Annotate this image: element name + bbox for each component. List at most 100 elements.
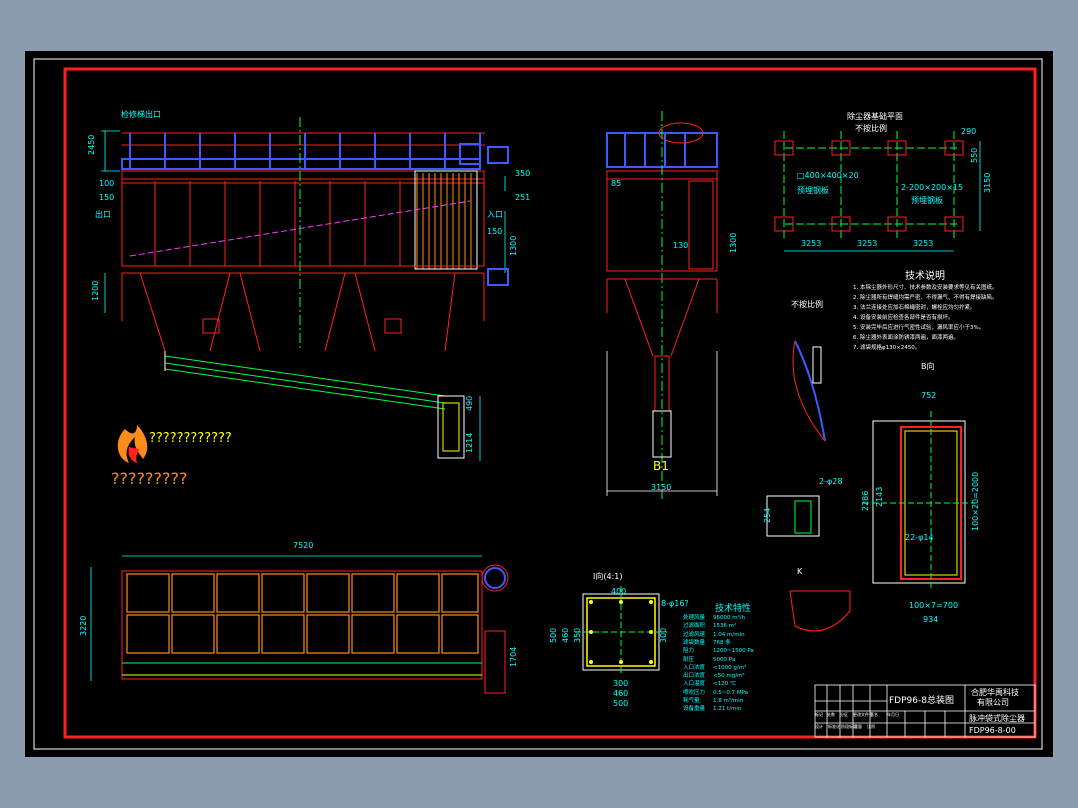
tech-param-key: 喷吹压力	[683, 689, 706, 696]
company-line-2: 有限公司	[977, 698, 1009, 707]
dim-400: 400	[611, 587, 627, 596]
pitch-v: 100×20=2000	[971, 471, 980, 531]
tech-param-row: 喷吹压力 0.5~0.7 MPa	[683, 688, 748, 696]
title-block-cell: 年月日	[887, 712, 899, 717]
dim-1214: 1214	[465, 432, 474, 453]
plate-a: □400×400×20	[797, 171, 859, 180]
tech-param-value: 0.5~0.7 MPa	[713, 689, 749, 696]
i-view-title: I向(4:1)	[593, 572, 623, 581]
dim-3253-b: 3253	[857, 239, 878, 248]
embed-a: 预埋钢板	[797, 186, 829, 195]
dim-130: 130	[673, 241, 689, 250]
tech-param-value: 1.21 t/min	[713, 706, 742, 713]
dim-3150-b: 3150	[983, 172, 992, 193]
foundation-title: 除尘器基础平面	[847, 112, 903, 121]
company-line-1: 合肥华禹科技	[971, 688, 1019, 697]
tech-param-value: <50 mg/m³	[713, 673, 745, 680]
dim-500-h: 500	[613, 699, 629, 708]
side-label: B1	[653, 459, 669, 473]
hole-3: 22-φ14	[905, 533, 934, 542]
dim-100: 100	[99, 179, 115, 188]
dim-7520: 7520	[293, 541, 314, 550]
dim-460-v: 460	[561, 627, 570, 643]
front-elevation	[101, 117, 509, 461]
tech-note-item: 5. 安装完毕后应进行气密性试验，漏风率应小于3%。	[853, 325, 985, 331]
dim-290: 290	[961, 127, 977, 136]
hole-2: 2-φ28	[819, 477, 843, 486]
tech-param-key: 阻力	[683, 648, 695, 655]
dim-752: 752	[921, 391, 937, 400]
dim-300-h: 300	[613, 679, 629, 688]
tech-param-row: 过滤风速 1.04 m/min	[683, 630, 745, 638]
dim-300-v: 300	[659, 627, 668, 643]
dim-150: 150	[99, 193, 115, 202]
tech-notes-title: 技术说明	[905, 271, 945, 282]
plan-view	[90, 555, 509, 694]
title-block-cell: 标记	[815, 712, 823, 717]
dim-3150: 3150	[651, 483, 672, 492]
dim-350-v: 350	[573, 627, 582, 643]
dim-1704: 1704	[509, 646, 518, 667]
dim-2143: 2143	[875, 486, 884, 507]
side-elevation	[606, 111, 718, 501]
title-block-cell: 处数	[827, 712, 835, 717]
tech-param-value: 768 条	[713, 639, 731, 646]
embed-b: 预埋钢板	[911, 196, 943, 205]
title-block	[814, 684, 1036, 738]
title-block-sign-cell: 阶段标记	[841, 724, 857, 729]
pitch-h: 100×7=700	[909, 601, 959, 610]
foundation-scale: 不按比例	[855, 124, 887, 133]
tech-param-row: 阻力 1200~1500 Pa	[683, 646, 754, 654]
outlet-label: 出口	[95, 210, 111, 219]
main-title: FDP96-8总装图	[889, 696, 954, 706]
dim-934: 934	[923, 615, 939, 624]
foundation-plan	[774, 131, 981, 252]
title-block-sign-cell: 设计	[815, 724, 823, 729]
dim-2286: 2286	[861, 490, 870, 511]
tech-param-value: 1.8 m³/min	[713, 698, 744, 704]
dim-2450: 2450	[87, 134, 96, 155]
dim-550: 550	[970, 147, 979, 163]
dim-85: 85	[611, 179, 622, 188]
dim-3220: 3220	[79, 615, 88, 636]
tech-param-key: 耐压	[683, 656, 695, 663]
dim-3253-c: 3253	[913, 239, 934, 248]
tech-param-row: 耗气量 1.8 m³/min	[683, 696, 743, 704]
tech-param-value: 1.04 m/min	[713, 631, 745, 638]
tech-param-row: 滤袋数量 768 条	[683, 638, 731, 646]
dim-500-v: 500	[549, 627, 558, 643]
tech-param-key: 设备重量	[683, 706, 706, 713]
small-details	[766, 340, 851, 632]
tech-note-item: 6. 除尘器外表面涂防锈漆两遍，面漆两遍。	[853, 335, 959, 341]
tech-param-value: 1536 m²	[713, 623, 737, 630]
outer-frame	[33, 58, 1043, 750]
cad-viewport[interactable]: .lb { position:absolute; white-space:now…	[25, 51, 1053, 757]
tech-param-key: 耗气量	[683, 698, 700, 704]
tech-param-value: <1000 g/m³	[713, 664, 747, 671]
drawing-canvas	[33, 58, 1043, 750]
tech-param-value: 1200~1500 Pa	[713, 648, 754, 655]
tech-param-key: 过滤风速	[683, 631, 706, 638]
drawing-number: FDP96-8-00	[969, 726, 1016, 735]
tech-param-value: 96000 m³/h	[713, 615, 746, 621]
detail-scale: 不按比例	[791, 300, 823, 309]
dim-490: 490	[465, 395, 474, 411]
dim-1300-side: 1300	[729, 232, 738, 253]
dim-1200: 1200	[91, 280, 100, 301]
title-block-cell: 更改文件号	[853, 712, 873, 717]
dim-251: 251	[515, 193, 531, 202]
tech-note-item: 2. 除尘器所有焊缝均需严密、不得漏气、不得有焊接缺陷。	[853, 295, 998, 301]
tech-note-item: 3. 法兰连接处应加石棉绳密封，螺栓应均匀拧紧。	[853, 305, 976, 311]
title-block-sign-cell: 重量	[854, 724, 862, 729]
tech-param-key: 滤袋数量	[683, 639, 706, 646]
inlet-label: 入口	[487, 210, 503, 219]
title-block-cell: 签名	[870, 712, 878, 717]
flange-detail	[575, 586, 667, 676]
b-view-title: B向	[921, 362, 935, 371]
top-note: 检修梯出口	[121, 110, 161, 119]
product-name: 脉冲袋式除尘器	[969, 714, 1025, 723]
flame-logo	[117, 425, 148, 463]
tech-param-value: 5000 Pa	[713, 656, 736, 663]
